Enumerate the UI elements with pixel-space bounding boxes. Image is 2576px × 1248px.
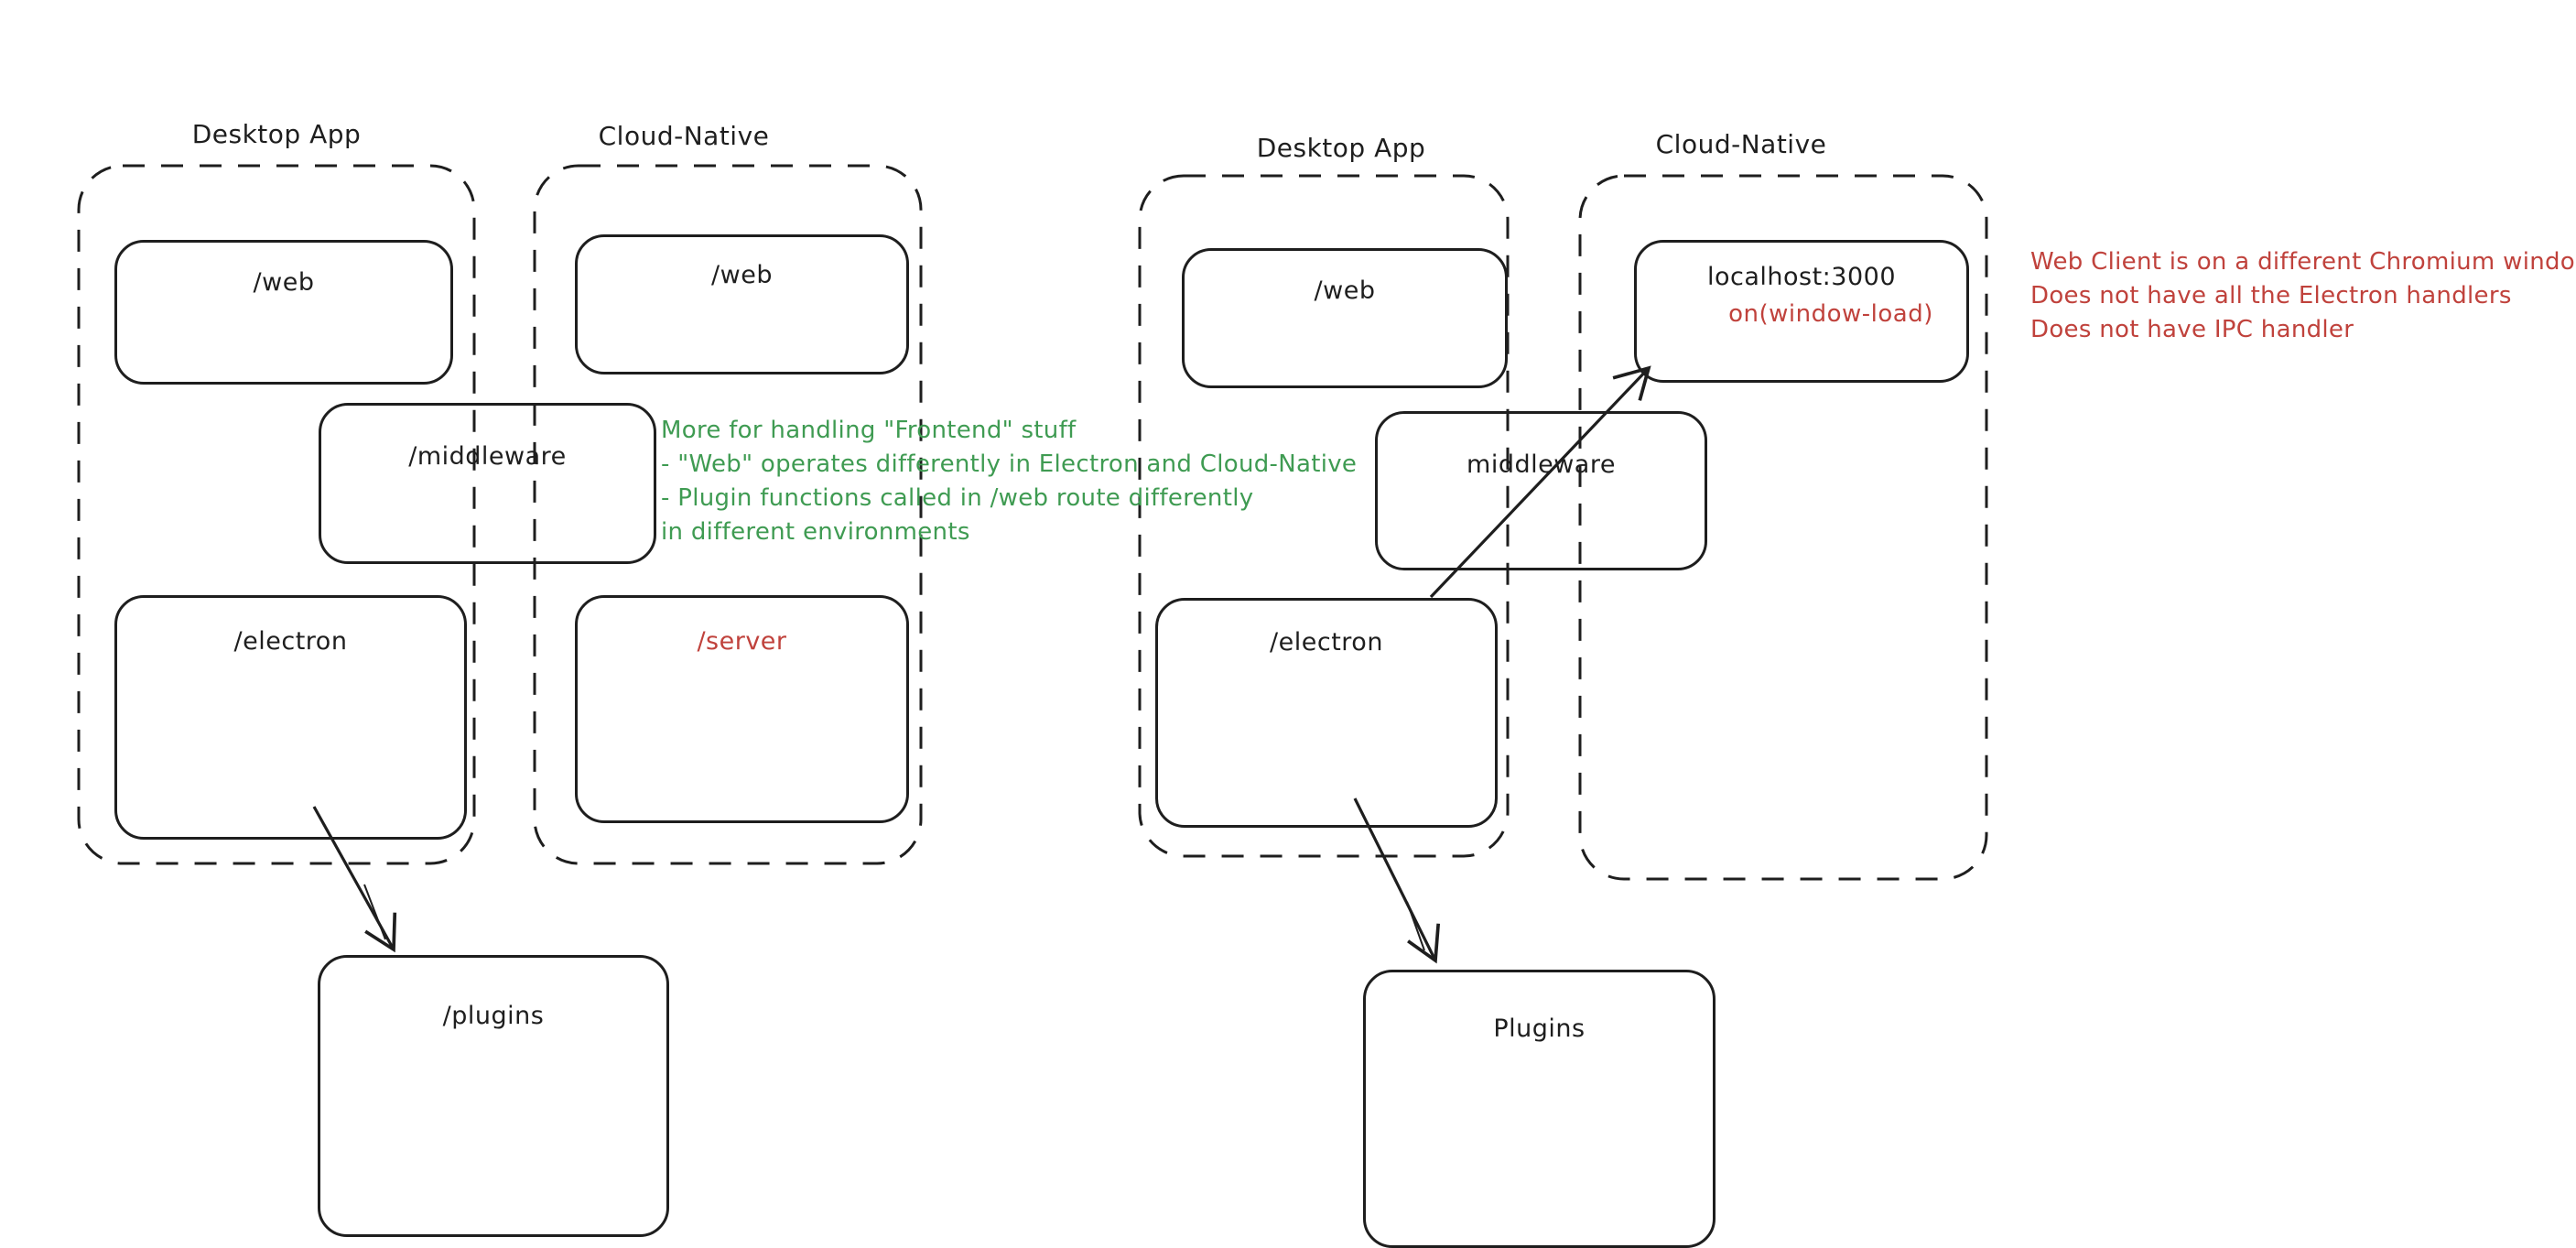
node-left-web-cloud: /web	[575, 234, 909, 374]
green-annotation-line: - "Web" operates differently in Electron…	[661, 450, 1358, 478]
node-left-middleware: /middleware	[319, 403, 656, 564]
node-right-electron: /electron	[1155, 598, 1498, 828]
node-label: /electron	[233, 627, 348, 656]
node-left-plugins: /plugins	[318, 955, 669, 1237]
green-annotation: More for handling "Frontend" stuff - "We…	[661, 414, 1357, 549]
node-left-web-desktop: /web	[114, 240, 453, 385]
node-left-electron: /electron	[114, 595, 467, 840]
red-annotation-line: Web Client is on a different Chromium wi…	[2030, 248, 2576, 276]
left-desktop-label: Desktop App	[191, 119, 362, 149]
node-label: /web	[1314, 277, 1376, 305]
node-label: /electron	[1270, 628, 1383, 657]
arrow-sketch-stray	[363, 884, 386, 940]
node-right-middleware: middleware	[1375, 411, 1707, 570]
node-right-localhost: localhost:3000 on(window-load)	[1634, 240, 1969, 383]
node-label: middleware	[1467, 450, 1616, 479]
red-annotation: Web Client is on a different Chromium wi…	[2030, 245, 2576, 347]
node-sublabel: on(window-load)	[1728, 300, 1933, 328]
green-annotation-line: - Plugin functions called in /web route …	[661, 484, 1254, 512]
node-left-server: /server	[575, 595, 909, 823]
node-right-plugins: Plugins	[1363, 970, 1716, 1248]
node-label: /web	[253, 268, 315, 297]
node-label: Plugins	[1493, 1015, 1586, 1043]
green-annotation-line: More for handling "Frontend" stuff	[661, 417, 1077, 444]
green-annotation-line: in different environments	[661, 518, 970, 546]
red-annotation-line: Does not have all the Electron handlers	[2030, 282, 2512, 309]
red-annotation-line: Does not have IPC handler	[2030, 316, 2354, 343]
right-cloud-label: Cloud-Native	[1655, 129, 1827, 159]
node-label: /server	[697, 627, 787, 656]
node-label: /middleware	[408, 442, 567, 471]
node-label: /web	[711, 261, 773, 289]
node-label: localhost:3000	[1706, 263, 1896, 291]
node-label: /plugins	[442, 1002, 545, 1030]
right-desktop-label: Desktop App	[1256, 133, 1426, 163]
arrow-sketch-stray	[1406, 901, 1425, 951]
left-cloud-label: Cloud-Native	[598, 121, 770, 151]
node-right-web-desktop: /web	[1182, 248, 1508, 388]
